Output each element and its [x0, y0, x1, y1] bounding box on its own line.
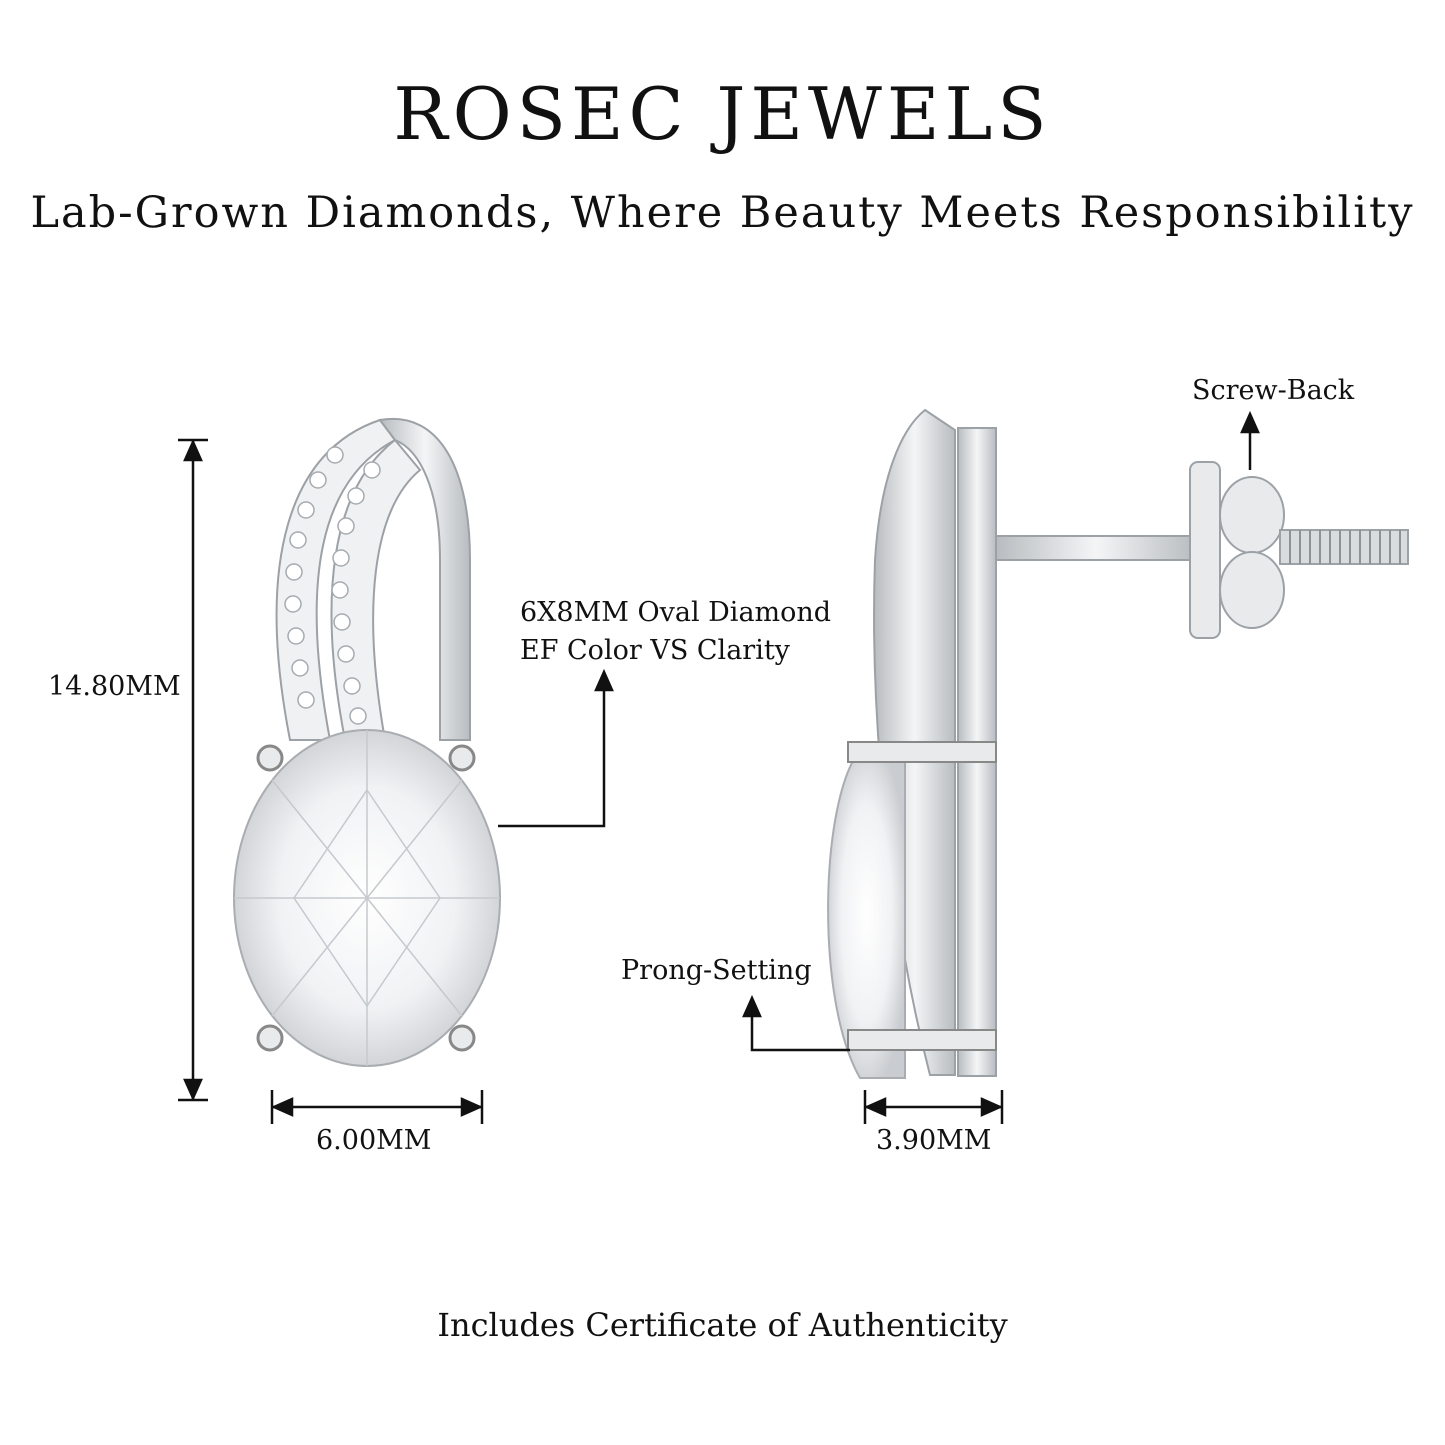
side-diamond — [827, 749, 906, 1079]
brand-tagline: Lab-Grown Diamonds, Where Beauty Meets R… — [30, 188, 1415, 238]
height-label: 14.80MM — [48, 671, 181, 702]
pave-stones — [284, 446, 381, 725]
certificate-note: Includes Certificate of Authenticity — [437, 1306, 1008, 1344]
width-label: 6.00MM — [316, 1125, 432, 1156]
side-view-earring — [827, 408, 1409, 1079]
polished-band — [378, 417, 471, 741]
prong-callout-leader — [742, 994, 850, 1052]
height-dimension — [178, 438, 208, 1102]
stone-spec-line2: EF Color VS Clarity — [520, 635, 790, 666]
screw-back-nut — [1189, 461, 1285, 639]
screw-back-callout-leader — [1240, 410, 1260, 470]
screw-threads — [1279, 529, 1409, 565]
front-view-earring — [233, 417, 501, 1067]
screw-back-label: Screw-Back — [1192, 375, 1355, 406]
side-prong-bottom — [847, 1029, 997, 1051]
side-width-label: 3.90MM — [876, 1125, 992, 1156]
stone-callout-leader — [498, 668, 614, 828]
prong-bottom-right — [448, 1024, 476, 1052]
width-dimension — [270, 1090, 484, 1124]
stone-spec-line1: 6X8MM Oval Diamond — [520, 597, 832, 628]
side-prong-top — [847, 741, 997, 763]
pave-band-outer — [275, 418, 397, 741]
prong-setting-label: Prong-Setting — [621, 955, 812, 986]
brand-title: ROSEC JEWELS — [393, 72, 1052, 156]
side-width-dimension — [863, 1090, 1004, 1124]
diamond-facets — [234, 730, 500, 1066]
prong-bottom-left — [256, 1024, 284, 1052]
prong-top-left — [256, 744, 284, 772]
earring-post — [995, 535, 1197, 561]
prong-top-right — [448, 744, 476, 772]
